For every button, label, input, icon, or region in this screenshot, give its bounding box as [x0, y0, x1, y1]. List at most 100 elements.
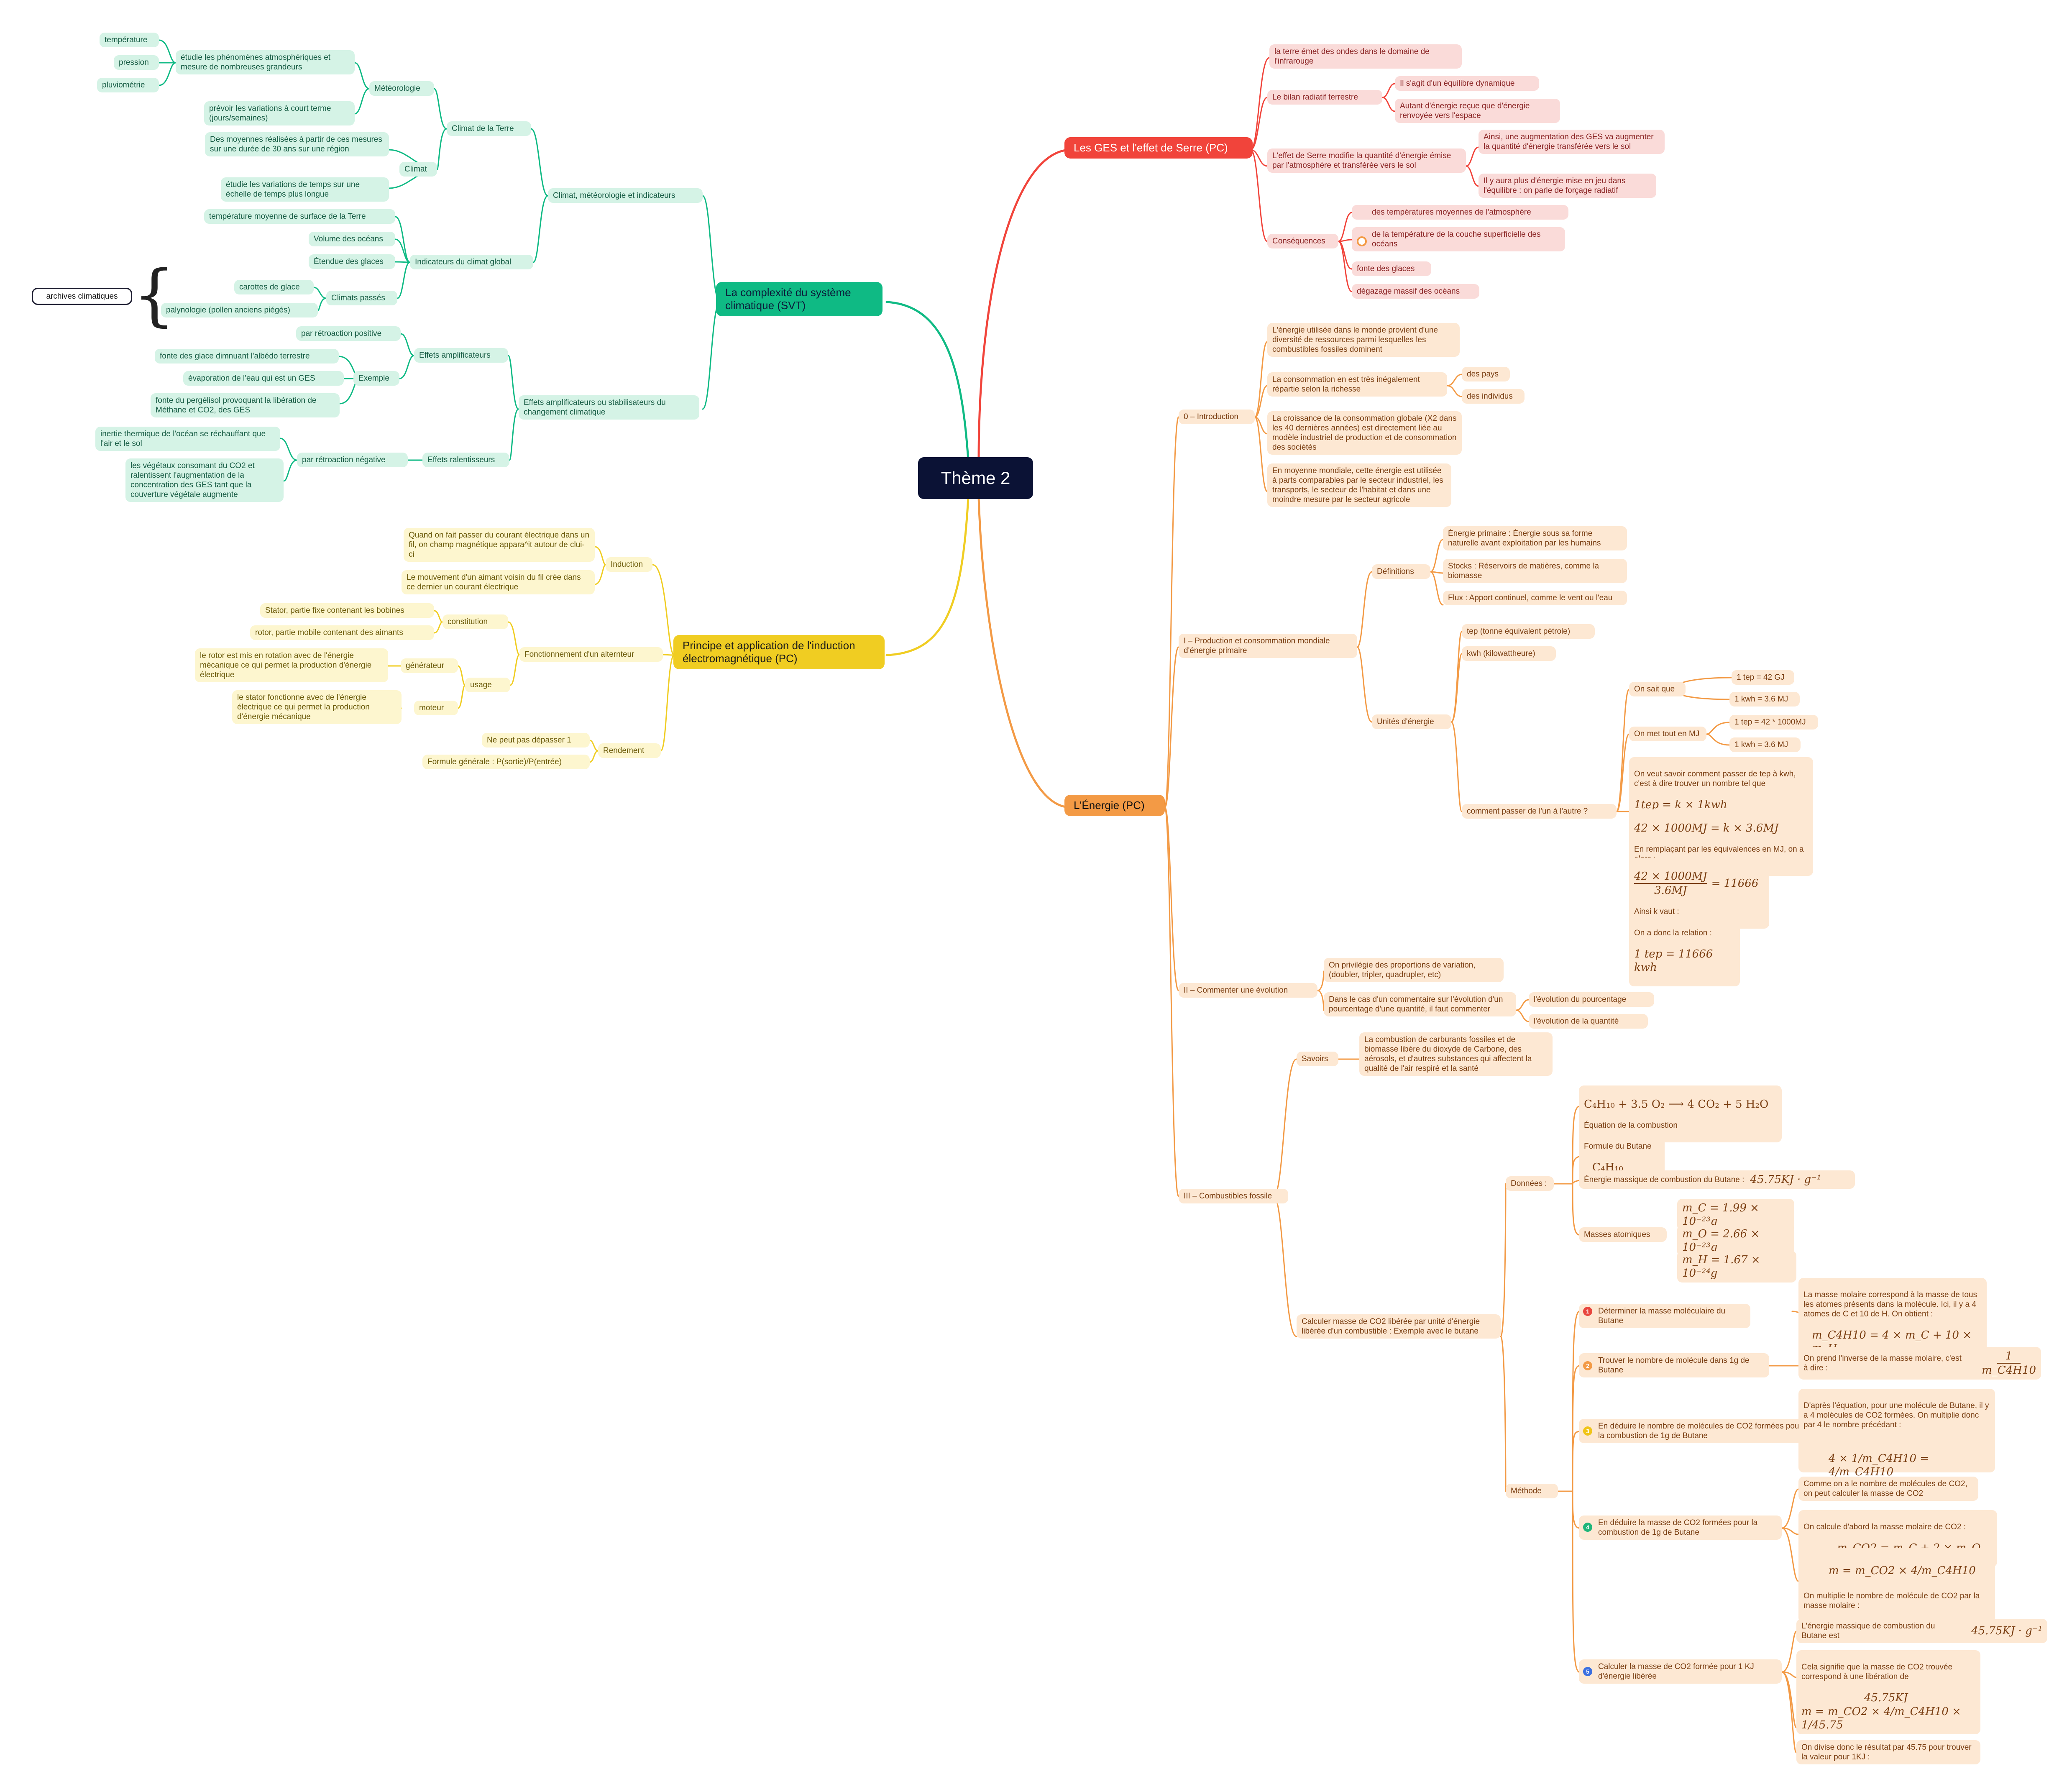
node-bilan-radiatif[interactable]: Le bilan radiatif terrestre	[1267, 90, 1382, 105]
node-ind1[interactable]: Quand on fait passer du courant électriq…	[404, 528, 595, 562]
node-generateur[interactable]: générateur	[401, 658, 458, 673]
node-on-met[interactable]: On met tout en MJ	[1629, 727, 1706, 741]
node-forcage[interactable]: Il y aura plus d'énergie mise en jeu dan…	[1479, 174, 1656, 198]
node-etudie-long[interactable]: étudie les variations de temps sur une é…	[221, 177, 389, 202]
node-consequence-1[interactable]: des températures moyennes de l'atmosphèr…	[1352, 205, 1568, 220]
node-step-5[interactable]: Calculer la masse de CO2 formée pour 1 K…	[1579, 1659, 1782, 1684]
node-kwh-36mj[interactable]: 1 kwh = 3.6 MJ	[1729, 692, 1800, 707]
node-climat-meteorologie[interactable]: Climat, météorologie et indicateurs	[548, 188, 703, 203]
node-palynologie[interactable]: palynologie (pollen anciens piégés)	[161, 303, 318, 317]
node-kwh[interactable]: kwh (kilowattheure)	[1462, 646, 1556, 661]
node-unites[interactable]: Unités d'énergie	[1372, 714, 1451, 729]
node-depasser[interactable]: Ne peut pas dépasser 1	[482, 733, 590, 748]
node-evaporation[interactable]: évaporation de l'eau qui est un GES	[183, 371, 344, 386]
node-equation-block[interactable]: C₄H₁₀ + 3.5 O₂ ⟶ 4 CO₂ + 5 H₂O Équation …	[1579, 1085, 1782, 1142]
node-savoirs[interactable]: Savoirs	[1297, 1052, 1338, 1066]
node-consequence-4[interactable]: dégazage massif des océans	[1352, 284, 1479, 299]
node-calculer[interactable]: Calculer masse de CO2 libérée par unité …	[1297, 1314, 1501, 1339]
node-step-4[interactable]: En déduire la masse de CO2 formées pour …	[1579, 1516, 1782, 1540]
node-kwh-36mj-b[interactable]: 1 kwh = 3.6 MJ	[1729, 737, 1801, 752]
node-step-4-a[interactable]: Comme on a le nombre de molécules de CO2…	[1798, 1477, 1978, 1501]
node-met-etudie[interactable]: étudie les phénomènes atmosphériques et …	[176, 50, 355, 74]
node-effets-amplificateurs[interactable]: Effets amplificateurs	[414, 348, 508, 363]
node-indicateurs[interactable]: Indicateurs du climat global	[410, 255, 533, 269]
node-intro-2[interactable]: La consommation en est très inégalement …	[1267, 372, 1447, 397]
node-temperature[interactable]: température	[100, 33, 159, 47]
node-combustibles[interactable]: III – Combustibles fossile	[1179, 1189, 1288, 1203]
node-pourcentage[interactable]: Dans le cas d'un commentaire sur l'évolu…	[1324, 992, 1516, 1016]
node-moyennes[interactable]: Des moyennes réalisées à partir de ces m…	[205, 132, 389, 156]
node-des-individus[interactable]: des individus	[1462, 389, 1525, 404]
node-proportions[interactable]: On privilégie des proportions de variati…	[1324, 958, 1504, 982]
node-climat[interactable]: Climat	[399, 162, 437, 177]
branch-svt[interactable]: La complexité du système climatique (SVT…	[716, 282, 883, 316]
node-meteorologie[interactable]: Météorologie	[369, 81, 434, 96]
node-step-2-detail[interactable]: On prend l'inverse de la masse molaire, …	[1798, 1347, 2041, 1380]
node-albedo[interactable]: fonte des glace dimnuant l'albédo terres…	[155, 349, 339, 364]
node-augmentation[interactable]: Ainsi, une augmentation des GES va augme…	[1479, 130, 1665, 154]
central-topic[interactable]: Thème 2	[918, 457, 1033, 499]
node-stator[interactable]: Stator, partie fixe contenant les bobine…	[260, 603, 434, 618]
node-step-3[interactable]: En déduire le nombre de molécules de CO2…	[1579, 1419, 1807, 1443]
node-vegetaux[interactable]: les végétaux consomant du CO2 et ralenti…	[125, 458, 284, 502]
node-def-3[interactable]: Flux : Apport continuel, comme le vent o…	[1443, 591, 1627, 605]
node-introduction[interactable]: 0 – Introduction	[1179, 410, 1255, 424]
node-tep[interactable]: tep (tonne équivalent pétrole)	[1462, 624, 1595, 639]
node-fonctionnement[interactable]: Fonctionnement d'un alternteur	[519, 647, 663, 662]
node-commenter[interactable]: II – Commenter une évolution	[1179, 983, 1317, 998]
node-climats-passes[interactable]: Climats passés	[326, 291, 397, 305]
node-on-sait[interactable]: On sait que	[1629, 682, 1686, 696]
node-effets-ralentisseurs[interactable]: Effets ralentisseurs	[422, 453, 509, 467]
node-effet-serre[interactable]: L'effet de Serre modifie la quantité d'é…	[1267, 148, 1466, 173]
node-methode[interactable]: Méthode	[1506, 1484, 1558, 1498]
node-def-2[interactable]: Stocks : Réservoirs de matières, comme l…	[1443, 559, 1627, 583]
node-archives-climatiques[interactable]: archives climatiques	[32, 288, 132, 305]
node-consequences[interactable]: Conséquences	[1267, 234, 1338, 248]
branch-induction[interactable]: Principe et application de l'induction é…	[673, 635, 885, 669]
node-consequence-2[interactable]: de la température de la couche superfici…	[1352, 227, 1565, 251]
node-step-4-c[interactable]: m = m_CO2 × 4/m_C4H10 On multiplie le no…	[1798, 1548, 1995, 1623]
node-carottes[interactable]: carottes de glace	[234, 280, 314, 294]
node-des-pays[interactable]: des pays	[1462, 367, 1510, 381]
node-comment-passer[interactable]: comment passer de l'un à l'autre ?	[1462, 804, 1617, 819]
node-intro-3[interactable]: La croissance de la consommation globale…	[1267, 411, 1462, 455]
node-exemple[interactable]: Exemple	[353, 371, 399, 386]
node-equilibre[interactable]: Il s'agit d'un équilibre dynamique	[1395, 76, 1539, 91]
node-constitution[interactable]: constitution	[443, 614, 508, 629]
node-step-5-a[interactable]: L'énergie massique de combustion du Buta…	[1796, 1619, 2047, 1643]
node-step-5-equation[interactable]: m = m_CO2 × 4/m_C4H10 × 1/45.75	[1796, 1702, 1980, 1734]
node-step-3-detail[interactable]: D'après l'équation, pour une molécule de…	[1798, 1389, 1995, 1478]
node-production[interactable]: I – Production et consommation mondiale …	[1179, 634, 1357, 658]
node-terre-ondes[interactable]: la terre émet des ondes dans le domaine …	[1269, 44, 1462, 69]
branch-ges[interactable]: Les GES et l'effet de Serre (PC)	[1064, 137, 1253, 159]
node-def-1[interactable]: Énergie primaire : Énergie sous sa forme…	[1443, 526, 1627, 550]
node-intro-4[interactable]: En moyenne mondiale, cette énergie est u…	[1267, 463, 1451, 507]
node-donnees[interactable]: Données :	[1506, 1176, 1554, 1191]
node-tep-42000[interactable]: 1 tep = 42 * 1000MJ	[1729, 715, 1818, 730]
node-evolution-pourcentage[interactable]: l'évolution du pourcentage	[1529, 992, 1654, 1007]
node-etendue-glaces[interactable]: Étendue des glaces	[309, 254, 395, 269]
node-definitions[interactable]: Définitions	[1372, 564, 1430, 579]
node-prevoir[interactable]: prévoir les variations à court terme (jo…	[204, 101, 355, 125]
node-formule-rendement[interactable]: Formule générale : P(sortie)/P(entrée)	[422, 755, 590, 769]
node-autant[interactable]: Autant d'énergie reçue que d'énergie ren…	[1395, 99, 1560, 123]
node-retroaction-positive[interactable]: par rétroaction positive	[296, 326, 401, 341]
node-usage[interactable]: usage	[465, 678, 510, 692]
node-masse-h[interactable]: m_H = 1.67 × 10⁻²⁴g	[1677, 1251, 1796, 1283]
node-step-2[interactable]: Trouver le nombre de molécule dans 1g de…	[1579, 1353, 1769, 1377]
node-pergelisol[interactable]: fonte du pergélisol provoquant la libéra…	[151, 393, 340, 417]
node-climat-terre[interactable]: Climat de la Terre	[447, 121, 531, 136]
node-rendement[interactable]: Rendement	[598, 743, 661, 758]
node-step-1[interactable]: Déterminer la masse moléculaire du Butan…	[1579, 1304, 1750, 1328]
node-volume-oceans[interactable]: Volume des océans	[309, 232, 395, 246]
node-retroaction-negative[interactable]: par rétroaction négative	[297, 453, 408, 467]
node-consequence-3[interactable]: fonte des glaces	[1352, 261, 1431, 276]
node-generateur-text[interactable]: le rotor est mis en rotation avec de l'é…	[195, 648, 388, 682]
node-rotor[interactable]: rotor, partie mobile contenant des aiman…	[250, 625, 434, 640]
node-energie-massique[interactable]: Énergie massique de combustion du Butane…	[1579, 1170, 1855, 1189]
node-effets[interactable]: Effets amplificateurs ou stabilisateurs …	[519, 395, 699, 420]
node-intro-1[interactable]: L'énergie utilisée dans le monde provien…	[1267, 323, 1460, 357]
branch-energie[interactable]: L'Énergie (PC)	[1064, 795, 1165, 816]
node-inertie[interactable]: inertie thermique de l'océan se réchauff…	[95, 427, 280, 451]
node-temp-moyenne[interactable]: température moyenne de surface de la Ter…	[204, 209, 395, 224]
